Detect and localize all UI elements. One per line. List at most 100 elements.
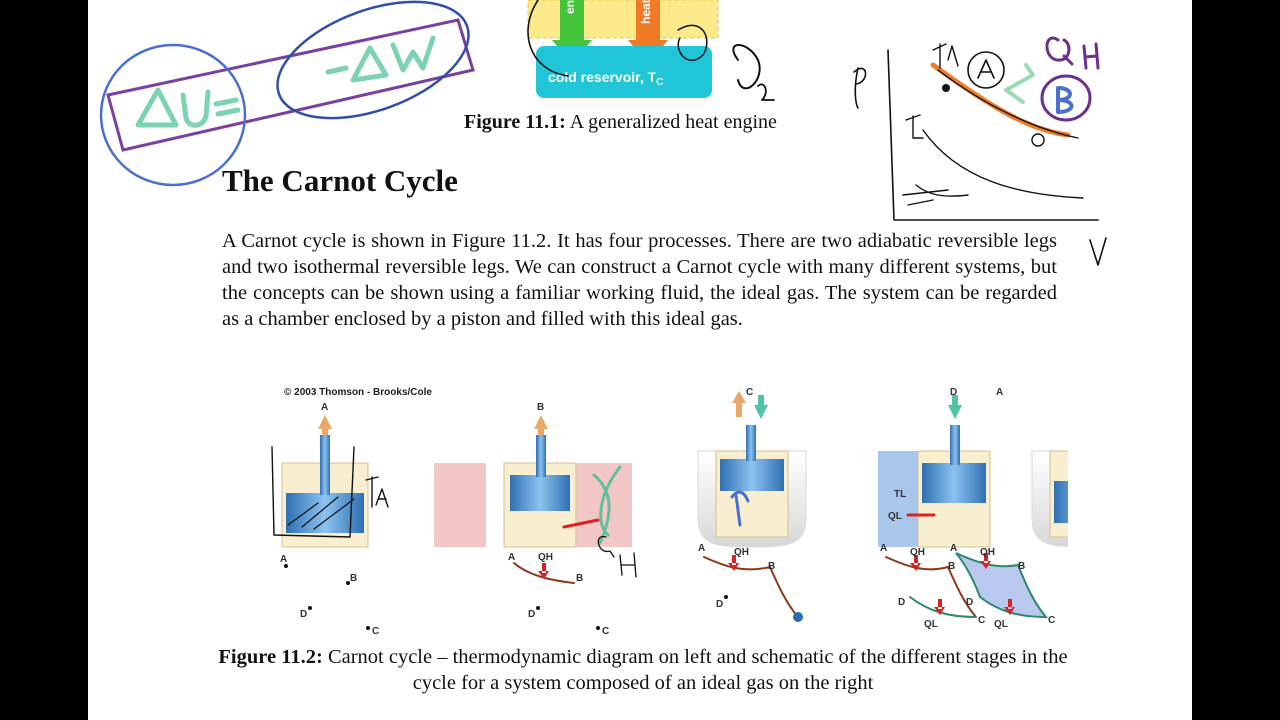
handwritten-pv-diagram [853,36,1107,266]
stage-a-return-schematic [1031,450,1068,548]
ql-arrow [1004,599,1015,615]
point-marker [1031,133,1045,147]
work-in-arrow [754,405,768,419]
process-path [703,556,799,618]
state-marker [793,612,803,622]
handwritten-minus [325,65,349,75]
handwriting-x [592,465,622,545]
copyright-notice: © 2003 Thomson - Brooks/Cole [284,387,432,398]
qh-label: QH [734,547,749,558]
point-a-letter [977,59,995,79]
pv-point-label: C [978,615,985,626]
heat-engine-diagram: cold reservoir, TC en heat [527,0,775,101]
ql-label: QL [994,619,1008,630]
isotherm-ab [513,562,575,584]
pv-point-label: D [716,599,723,610]
pv-point-label: A [698,543,705,554]
annotation-box [106,18,475,152]
svg-text:cold reservoir, TC: cold reservoir, TC [548,69,663,88]
heat-arrow-label: heat [639,0,653,24]
document-page: cold reservoir, TC en heat Figure 11.1: … [88,0,1192,720]
handwritten-first-law-annotation [99,0,475,187]
process-path [885,556,977,618]
piston-head [510,475,570,511]
tl-label: TL [894,489,906,500]
qh-q [1045,36,1074,66]
pv-point-label: D [528,609,535,620]
carnot-cycle-figure: A A B D C B A QH [271,387,1068,637]
handwritten-equals [213,97,241,117]
pv-sketch-mark [902,184,969,197]
pv-point-label: C [372,626,379,637]
qh-label: QH [910,547,925,558]
pv-point-label: D [898,597,905,608]
handwritten-u [180,89,211,128]
annotation-circle [276,0,470,120]
hot-reservoir [434,463,486,547]
qh-arrow [538,563,549,579]
cold-reservoir-box [536,46,712,98]
work-out-arrow [732,391,746,403]
piston-rod [320,435,330,495]
section-title: The Carnot Cycle [222,163,458,198]
work-out-arrow [534,415,548,429]
figure-11-2-text: Carnot cycle – thermodynamic diagram on … [322,646,1068,694]
pv-point-label: A [508,552,515,563]
pv-axes [887,49,1099,221]
point-marker [942,84,950,92]
cold-reservoir-label: cold reservoir, T [548,69,657,85]
pv-point-label: B [576,573,583,584]
handwritten-delta [135,87,179,128]
pv-point-label: B [948,561,955,572]
work-out-arrow [318,415,332,429]
isotherm-high [930,62,1071,138]
annotation-circle [99,43,247,187]
work-arrow-label: en [563,0,577,14]
qh-arrow [728,555,739,571]
isotherm-high-outline [937,69,1079,139]
pv-point-label: B [350,573,357,584]
handwriting-curve [527,0,569,77]
work-in-arrow [948,405,962,419]
piston-head [1054,481,1068,523]
pv-point [284,564,288,568]
stage-a-schematic: A A B D C [271,402,486,637]
volume-axis-label [1089,237,1107,266]
qh-ink [597,535,637,578]
handwriting-curve [757,83,775,101]
pv-point-label: D [300,609,307,620]
cycle-area [955,552,1049,619]
process-arrow [1004,63,1035,104]
point-b-letter [1056,86,1074,114]
ql-label: QL [888,511,902,522]
figure-11-1-text: A generalized heat engine [565,111,777,133]
pv-point-label: B [1018,561,1025,572]
figure-11-2-label: Figure 11.2: [218,646,323,668]
carnot-paragraph: A Carnot cycle is shown in Figure 11.2. … [222,230,1057,330]
handwriting-arrow [730,490,750,527]
qh-h [1082,42,1100,70]
ql-arrow [934,599,945,615]
pv-point-label: A [880,543,887,554]
point-a-circle [967,51,1005,89]
stage-b-schematic: B A QH B D C [503,402,637,637]
handwriting-curve [732,44,761,90]
pv-point-label: B [768,561,775,572]
pv-point-label: C [1048,615,1055,626]
piston-rod [536,435,546,477]
stage-a-return-pv: A A QH B D C QL [950,387,1055,630]
handwriting-lines [287,496,355,530]
figure-11-2-caption: Figure 11.2: Carnot cycle – thermodynami… [218,644,1068,696]
engine-box [527,0,719,39]
point-b-circle [1040,74,1092,122]
piston-rod [950,425,960,465]
work-arrow-shaft [560,0,584,40]
stage-d-schematic: D TL QL A QH B D C QL [878,387,991,630]
figure-11-1-caption: Figure 11.1: A generalized heat engine [464,111,777,134]
stage-letter: B [537,402,544,413]
stage-letter: D [950,387,957,398]
stage-letter: A [996,387,1003,398]
cold-reservoir-sub: C [656,77,663,88]
pv-point-label: D [966,597,973,608]
tl-label-ink [905,114,924,139]
